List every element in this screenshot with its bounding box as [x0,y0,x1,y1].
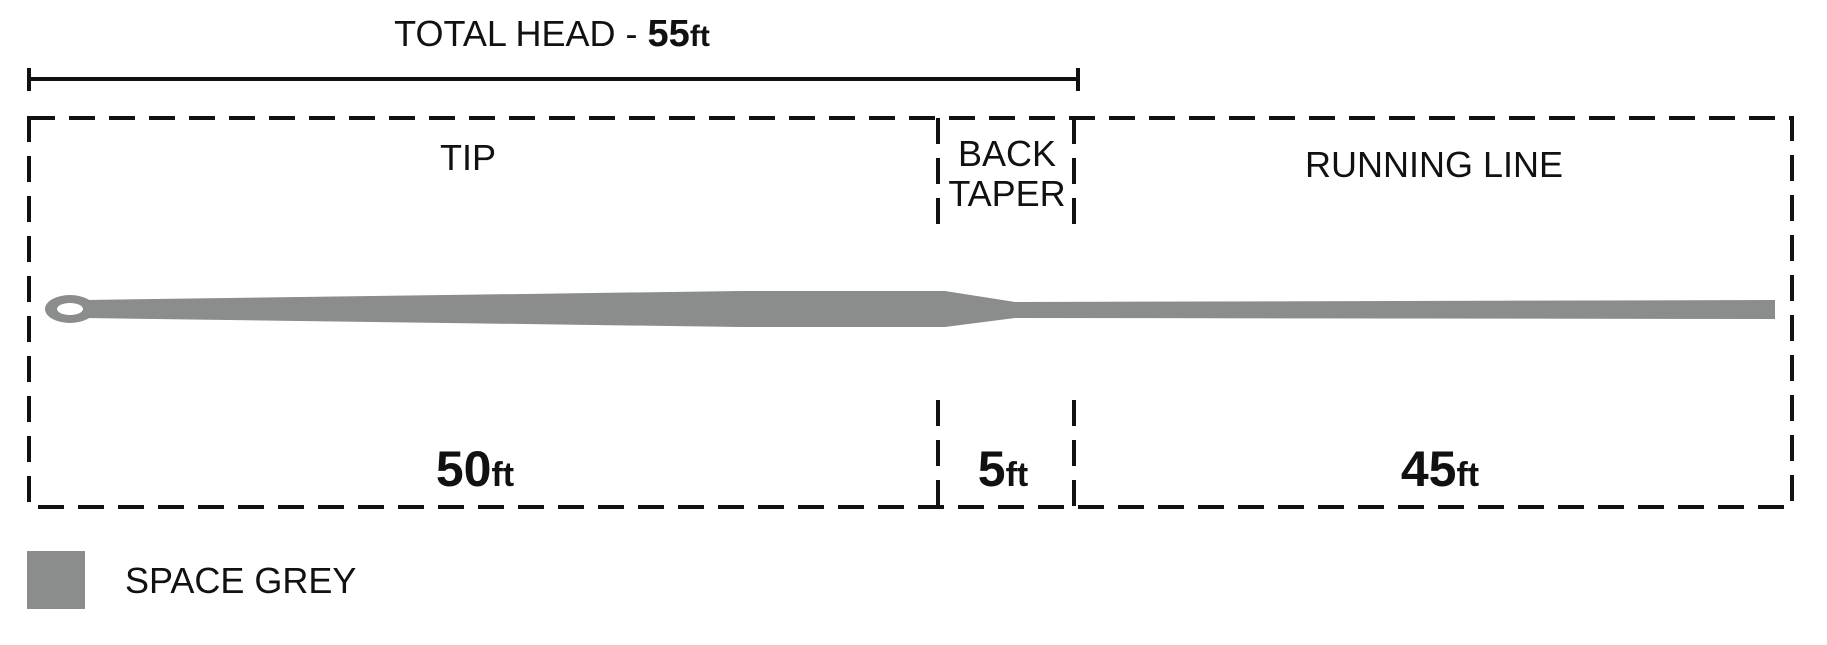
total-head-bar [27,68,1080,91]
legend-label: SPACE GREY [125,560,356,601]
length-back-taper: 5ft [978,441,1028,497]
section-label-tip: TIP [440,137,496,178]
section-label-running-line: RUNNING LINE [1305,144,1563,185]
section-label-back-taper-2: TAPER [948,173,1065,214]
legend-swatch [27,551,85,609]
length-tip: 50ft [436,441,514,497]
section-boxes [27,116,1794,509]
section-label-back-taper: BACK [958,133,1056,174]
fly-line-shape [45,291,1775,327]
length-running-line: 45ft [1401,441,1479,497]
total-head-title: TOTAL HEAD - 55ft [394,13,710,55]
